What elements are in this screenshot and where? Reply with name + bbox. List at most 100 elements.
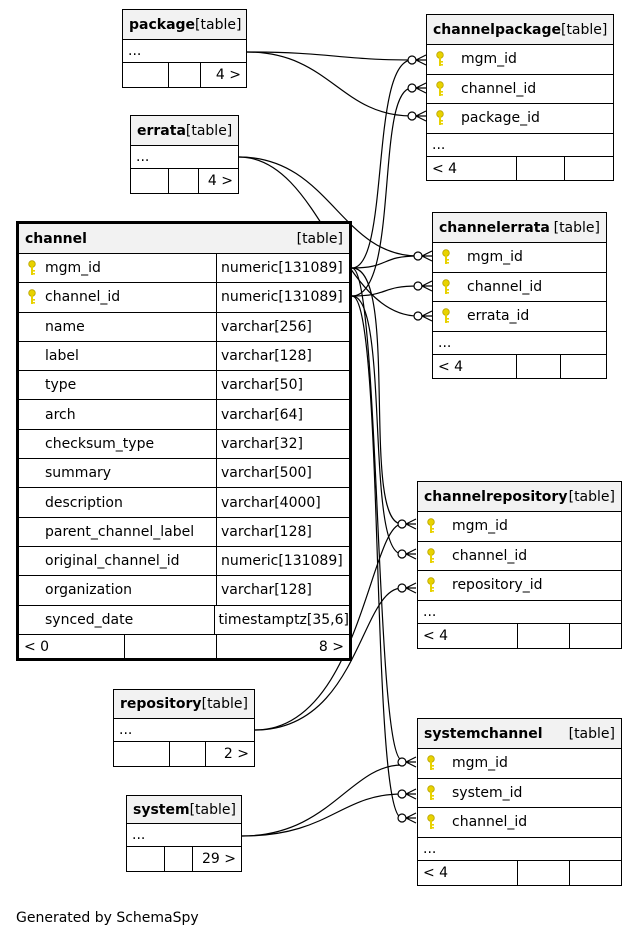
footer-parents [114, 742, 170, 766]
table-footer: 29 > [127, 847, 241, 871]
link-package-channelpackage [246, 51, 413, 117]
column-type: numeric[131089] [216, 546, 349, 576]
column-name: summary [45, 465, 112, 482]
link-repository-channelrepository-mgm [254, 523, 403, 731]
column-type: timestamptz[35,6] [213, 605, 349, 634]
column-row: channel_id [418, 542, 621, 571]
table-header: repository [table] [114, 690, 254, 719]
primary-key-icon [418, 755, 444, 771]
primary-key-icon [427, 110, 453, 126]
column-name-cell: description [19, 488, 216, 516]
table-footer: 4 > [131, 169, 238, 193]
footer-middle [518, 860, 570, 885]
ellipsis: ... [423, 840, 437, 857]
column-name-cell: label [19, 342, 216, 370]
table-repository[interactable]: repository [table] ... 2 > [113, 689, 255, 767]
column-name: mgm_id [452, 755, 508, 772]
footer-middle [125, 634, 217, 659]
footer-parents: < 0 [19, 634, 125, 659]
endpoint-channelerrata-errata [413, 310, 433, 322]
table-footer: < 4 [418, 623, 621, 648]
column-row: package_id [427, 104, 613, 134]
link-channel-systemchannel-channel [351, 295, 403, 819]
table-footer: < 4 [427, 156, 613, 181]
link-channel-channelrepository-mgm [351, 267, 403, 525]
column-name-cell: type [19, 371, 216, 399]
table-header: channelpackage [table] [427, 15, 613, 45]
table-type-label: [table] [568, 725, 615, 742]
primary-key-icon [418, 785, 444, 801]
table-system[interactable]: system [table] ... 29 > [126, 795, 242, 872]
column-type: varchar[4000] [216, 488, 349, 517]
endpoint-channelerrata-mgm [413, 250, 433, 262]
column-type: varchar[128] [216, 341, 349, 371]
ellipsis-row: ... [127, 824, 241, 847]
ellipsis: ... [136, 149, 150, 165]
footer-middle [517, 156, 565, 181]
table-name: channel [25, 230, 87, 247]
primary-key-icon [418, 577, 444, 593]
footer-parents: < 4 [418, 623, 518, 648]
column-type: varchar[64] [216, 400, 349, 429]
footer-middle [518, 623, 570, 648]
column-row: repository_id [418, 571, 621, 601]
column-name-cell: organization [19, 576, 216, 604]
ellipsis: ... [423, 603, 437, 620]
footer-middle [517, 354, 561, 379]
column-name: channel_id [461, 80, 537, 97]
column-name-cell: synced_date [19, 606, 214, 634]
column-name: description [45, 494, 123, 511]
table-errata[interactable]: errata [table] ... 4 > [130, 115, 239, 194]
endpoint-channelrepository-mgm [397, 518, 417, 530]
primary-key-icon [19, 289, 45, 305]
table-footer: < 0 8 > [19, 634, 349, 659]
column-type: varchar[32] [216, 429, 349, 459]
column-name-cell: name [19, 313, 216, 341]
table-header: systemchannel [table] [418, 719, 621, 749]
footer-children: 8 > [318, 638, 344, 655]
column-name: mgm_id [45, 260, 101, 277]
column-row: mgm_id [427, 45, 613, 75]
ellipsis: ... [432, 136, 446, 153]
table-footer: < 4 [433, 354, 606, 379]
table-package[interactable]: package [table] ... 4 > [122, 9, 247, 88]
column-name: repository_id [452, 577, 543, 594]
link-errata-channelerrata-mgm [238, 156, 419, 257]
column-row: system_id [418, 779, 621, 808]
table-header: channelerrata [table] [433, 213, 606, 243]
link-system-systemchannel-mgm [241, 764, 403, 837]
column-name-cell: arch [19, 400, 216, 428]
table-name: repository [120, 696, 202, 712]
primary-key-icon [19, 260, 45, 276]
column-row: mgm_id [433, 243, 606, 273]
column-type: varchar[50] [216, 371, 349, 400]
primary-key-icon [433, 249, 459, 265]
footer-parents: < 4 [418, 860, 518, 885]
ellipsis: ... [119, 722, 133, 738]
primary-key-icon [427, 81, 453, 97]
ellipsis: ... [132, 827, 146, 843]
column-type: numeric[131089] [216, 254, 349, 283]
column-name-cell: checksum_type [19, 430, 216, 458]
endpoint-channelpackage-channel [407, 82, 427, 94]
footer-children: 4 > [207, 173, 233, 189]
column-name: channel_id [45, 289, 121, 306]
table-footer: 2 > [114, 742, 254, 766]
column-type: varchar[128] [216, 576, 349, 605]
primary-key-icon [418, 548, 444, 564]
table-header: errata [table] [131, 116, 238, 146]
primary-key-icon [433, 279, 459, 295]
link-channel-systemchannel-mgm [351, 267, 403, 761]
